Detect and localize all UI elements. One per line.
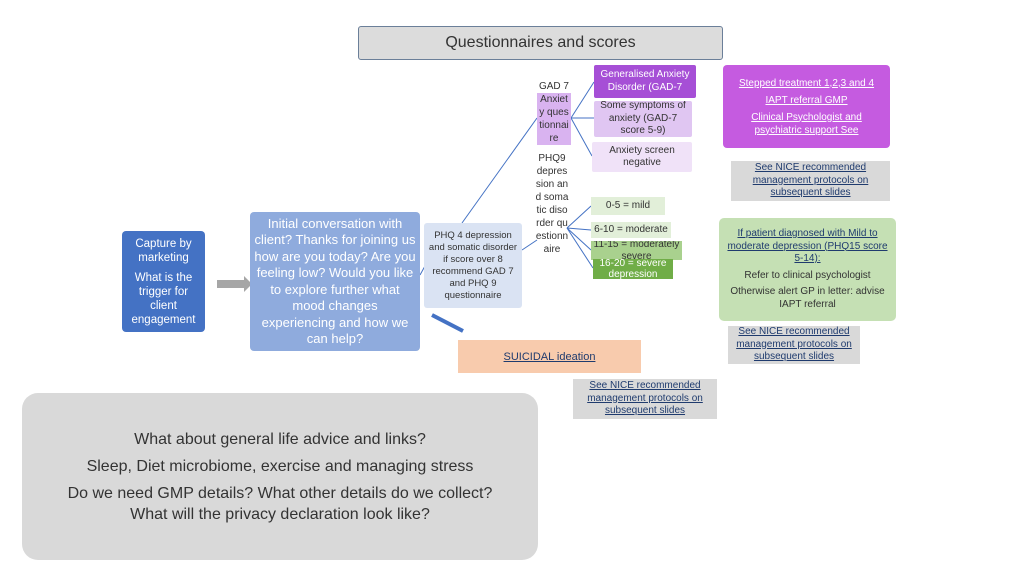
suicidal-ideation-box[interactable]: SUICIDAL ideation [458, 340, 641, 373]
gad7-name: Anxiety questionnaire [537, 93, 571, 145]
connector-phq4-gad7 [461, 117, 538, 224]
capture-box: Capture by marketing What is the trigger… [122, 231, 205, 332]
connector-phq9-p2 [566, 227, 592, 231]
phq9-score-text: 6-10 = moderate [594, 224, 668, 236]
gad7-option-text: Anxiety screen negative [609, 144, 675, 169]
alert-gp-text: Otherwise alert GP in letter: advise IAP… [730, 286, 885, 310]
questions-line-1: What about general life advice and links… [134, 430, 426, 448]
connector-phq9-p3 [566, 227, 592, 251]
phq9-score-severe: 16-20 = severe depression [593, 259, 673, 279]
phq9-score-text: 11-15 = moderately severe [593, 241, 680, 260]
nice-link-text: See NICE recommended management protocol… [736, 326, 852, 363]
connector-gad7-g1 [570, 81, 595, 119]
phq9-score-mild: 0-5 = mild [591, 197, 665, 215]
mild-depression-box: If patient diagnosed with Mild to modera… [719, 218, 896, 321]
iapt-referral-link[interactable]: IAPT referral GMP [765, 94, 848, 106]
gad7-option-some-symptoms: Some symptoms of anxiety (GAD-7 score 5-… [594, 101, 692, 137]
phq9-score-moderate: 6-10 = moderate [591, 222, 671, 238]
phq9-label-box: PHQ9 depression and somatic disorder que… [535, 152, 569, 292]
gad7-option-text: Generalised Anxiety Disorder (GAD-7 [600, 69, 690, 93]
phq9-score-text: 0-5 = mild [605, 200, 651, 212]
refer-psychologist-text: Refer to clinical psychologist [744, 269, 871, 281]
suicidal-ideation-link: SUICIDAL ideation [503, 350, 596, 363]
page-title: Questionnaires and scores [358, 26, 723, 60]
connector-phq4-phq9 [521, 239, 538, 251]
nice-link-1[interactable]: See NICE recommended management protocol… [731, 161, 890, 201]
gad7-option-negative: Anxiety screen negative [592, 142, 692, 172]
questions-line-2: Sleep, Diet microbiome, exercise and man… [86, 457, 474, 475]
gad7-option-text: Some symptoms of anxiety (GAD-7 score 5-… [600, 101, 686, 137]
initial-conversation-box: Initial conversation with client? Thanks… [250, 212, 420, 351]
mild-depression-link[interactable]: If patient diagnosed with Mild to modera… [727, 228, 888, 264]
phq9-score-text: 16-20 = severe depression [599, 259, 667, 279]
phq4-text: PHQ 4 depression and somatic disorder if… [428, 229, 518, 301]
nice-link-3[interactable]: See NICE recommended management protocol… [573, 379, 717, 419]
connector-gad7-g3 [570, 117, 593, 157]
gad7-label: GAD 7 [538, 81, 569, 92]
questions-line-4: What will the privacy declaration look l… [130, 505, 430, 523]
phq4-box: PHQ 4 depression and somatic disorder if… [424, 223, 522, 308]
stepped-treatment-link[interactable]: Stepped treatment 1,2,3 and 4 [738, 77, 875, 89]
capture-line-1: Capture by marketing [135, 238, 192, 264]
connector-phq9-p1 [566, 205, 592, 229]
initial-conversation-text: Initial conversation with client? Thanks… [254, 215, 416, 347]
nice-link-2[interactable]: See NICE recommended management protocol… [728, 326, 860, 364]
page-title-text: Questionnaires and scores [445, 34, 636, 51]
gad7-label-box: GAD 7 Anxiety questionnaire [537, 80, 571, 154]
stepped-treatment-box: Stepped treatment 1,2,3 and 4 IAPT refer… [723, 65, 890, 148]
phq9-name: PHQ9 depression and somatic disorder que… [535, 153, 569, 255]
connector-suicidal [431, 313, 464, 333]
questions-box: What about general life advice and links… [22, 393, 538, 560]
questions-line-3: Do we need GMP details? What other detai… [67, 484, 493, 502]
nice-link-text: See NICE recommended management protocol… [752, 162, 869, 199]
nice-link-text: See NICE recommended management protocol… [587, 380, 703, 417]
block-arrow [217, 276, 252, 292]
connector-phq9-p4 [566, 227, 594, 269]
clinical-psychologist-link[interactable]: Clinical Psychologist and psychiatric su… [751, 111, 862, 136]
phq9-score-moderately-severe: 11-15 = moderately severe [591, 241, 682, 260]
gad7-option-generalised: Generalised Anxiety Disorder (GAD-7 [594, 65, 696, 98]
capture-line-2: What is the trigger for client engagemen… [131, 272, 196, 326]
